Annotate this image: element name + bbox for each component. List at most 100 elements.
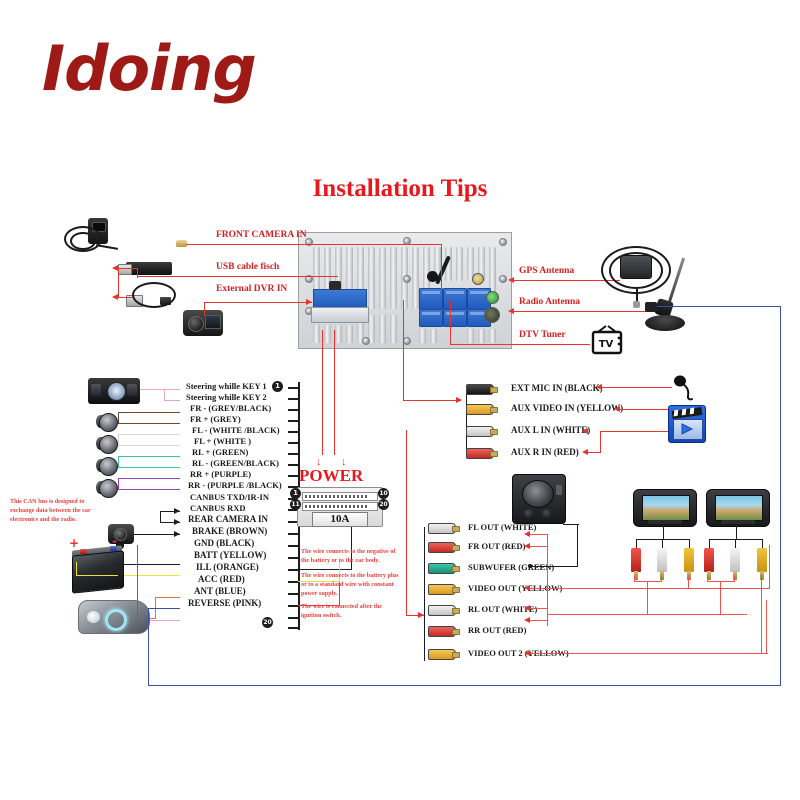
wire-ext-mic <box>600 387 672 389</box>
harness-row-10: CANBUS TXD/IR-IN <box>190 493 269 502</box>
wire-rl-plus <box>118 456 180 458</box>
wire-rr-out-run <box>530 620 548 622</box>
gps-antenna-plug <box>633 301 640 308</box>
wire-video-out-2 <box>530 653 768 655</box>
label-radio-antenna: Radio Antenna <box>519 297 580 307</box>
wire-swc-bracket <box>164 389 166 401</box>
green-jack <box>486 291 499 304</box>
arrow-usb-left-bot <box>112 294 118 300</box>
harness-row-5: FL + (WHITE ) <box>194 437 251 446</box>
blue-connector-d <box>419 309 443 327</box>
harness-row-8: RR + (PURPLE) <box>190 470 251 479</box>
monitor-right-lower-a-v <box>707 575 709 582</box>
harness-row-2: FR - (GREY/BLACK) <box>190 404 271 413</box>
rca-aux-video-in <box>466 404 498 415</box>
wire-batt <box>118 575 180 577</box>
rca-video-out-2 <box>428 649 460 660</box>
wire-rca-feed <box>406 615 424 617</box>
dvr-camera-screen <box>205 315 221 329</box>
arrow-aux-l <box>582 428 588 434</box>
wire-subwoofer <box>530 566 578 568</box>
monitor-left-lower-b-v <box>661 575 663 582</box>
monitor-right-lower-join <box>720 581 722 614</box>
subwoofer-device <box>512 474 566 524</box>
monitor-right-lower-c-v <box>761 575 763 589</box>
wire-gps-antenna <box>512 280 620 282</box>
rca-ext-mic <box>466 384 498 395</box>
dot-subwoofer <box>528 564 532 568</box>
front-camera-cable-tail <box>95 244 119 250</box>
wire-video-out-2-v <box>766 600 768 654</box>
wire-ant <box>148 608 180 610</box>
harness-label-8: RR + (PURPLE) <box>190 469 252 479</box>
harness-label-18: ANT (BLUE) <box>194 586 246 596</box>
ant-loop-top <box>657 306 781 308</box>
wire-fl-bracket <box>118 434 120 446</box>
monitor-right-rca-red <box>704 548 714 580</box>
head-unit-rear-panel <box>298 232 512 349</box>
arrow-rca-feed <box>418 612 424 618</box>
harness-row-13: BRAKE (BROWN) <box>192 527 267 536</box>
wire-rear-camera <box>124 534 180 536</box>
arrow-radio-left <box>508 308 514 314</box>
power-connector: 10A <box>297 487 383 527</box>
arrow-aux-feed <box>456 397 462 403</box>
wire-ill <box>155 597 180 599</box>
monitor-left-lower-a-v <box>634 575 636 582</box>
speaker-front-left <box>96 434 120 454</box>
harness-socket-shell <box>311 307 369 323</box>
wire-subwoofer-top <box>563 524 579 526</box>
label-fr-out: FR OUT (RED) <box>468 541 526 551</box>
wire-flfr-down <box>547 540 549 626</box>
label-aux-l-in: AUX L IN (WHITE) <box>511 425 591 435</box>
wire-battery-negative <box>116 564 126 566</box>
label-video-out: VIDEO OUT (YELLOW) <box>468 583 563 593</box>
car-battery-device <box>72 550 124 594</box>
label-ext-mic-in: EXT MIC IN (BLACK) <box>511 383 603 393</box>
monitor-right-br-3 <box>762 539 764 549</box>
brand-logo: Idoing <box>42 32 257 105</box>
wire-fl-minus <box>118 434 180 436</box>
usb-flash-drive-connector <box>118 264 132 275</box>
wire-batt-rail-v <box>339 560 341 582</box>
battery-plus-label: + <box>69 536 80 550</box>
monitor-left-br-2 <box>662 539 664 549</box>
arrow-fr-out <box>524 543 530 549</box>
arrow-canbus-rxd <box>174 519 180 525</box>
wire-canbus-rxd <box>160 522 180 524</box>
label-gps-antenna: GPS Antenna <box>519 266 575 276</box>
wire-video-out <box>530 588 770 590</box>
wire-gnd-rail <box>298 569 352 571</box>
harness-label-10: CANBUS TXD/IR-IN <box>190 492 269 502</box>
usb-cable-loop <box>132 282 176 308</box>
wire-battery-positive-v <box>76 562 78 576</box>
label-usb-cable: USB cable fisch <box>216 262 280 272</box>
arrow-rear-camera <box>174 531 180 537</box>
label-aux-r-in: AUX R IN (RED) <box>511 447 579 457</box>
wire-video-out-v <box>769 545 771 589</box>
harness-row-4: FL - (WHITE /BLACK) <box>192 426 280 435</box>
radio-antenna-connector <box>645 302 657 312</box>
monitor-left-lower-c-v <box>688 575 690 589</box>
arrow-aux-video-in <box>614 406 620 412</box>
svg-text:TV: TV <box>599 339 614 350</box>
wire-rlrr-run <box>547 614 747 616</box>
rca-rl-out <box>428 605 460 616</box>
wire-rr-minus <box>118 489 180 491</box>
arrow-video-out <box>524 585 530 591</box>
wire-power-trunk <box>351 525 353 541</box>
harness-label-1: Steering whille KEY 2 <box>186 392 267 402</box>
front-camera-cable-coil-inner <box>70 232 96 250</box>
wire-fl-out-run <box>530 534 548 536</box>
harness-row-11: CANBUS RXD <box>190 504 246 513</box>
power-pin-badge-10: 10 <box>378 488 389 499</box>
harness-row-0: Steering whille KEY 1 <box>186 382 267 391</box>
wire-fr-plus <box>118 423 180 425</box>
harness-label-19: REVERSE (PINK) <box>188 598 262 608</box>
wire-acc-rail-v <box>339 582 341 606</box>
harness-row-3: FR + (GREY) <box>190 415 241 424</box>
rear-camera-lens-icon <box>114 528 127 541</box>
harness-label-0: Steering whille KEY 1 <box>186 381 267 391</box>
harness-row-7: RL - (GREEN/BLACK) <box>192 459 279 468</box>
harness-socket-tab <box>329 281 341 290</box>
